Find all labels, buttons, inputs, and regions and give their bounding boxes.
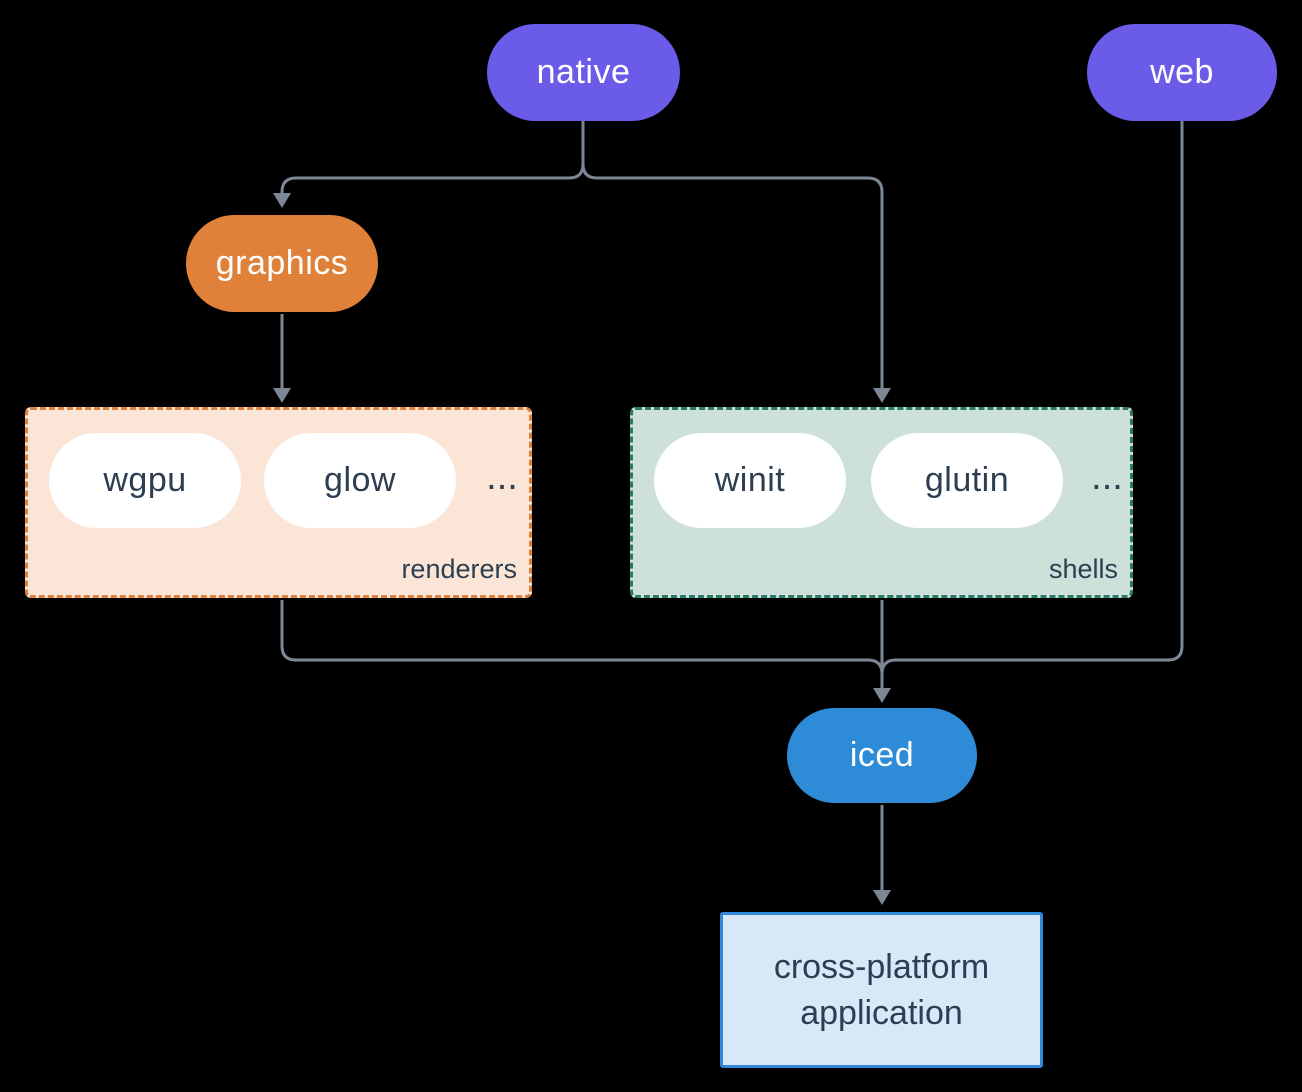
application-label-line2: application [800, 994, 963, 1032]
node-native-label: native [536, 53, 631, 91]
node-web: web [1087, 24, 1277, 121]
node-glutin-label: glutin [924, 461, 1010, 499]
node-glow: glow [264, 433, 456, 528]
node-graphics: graphics [186, 215, 378, 312]
node-iced: iced [787, 708, 977, 803]
shells-group-label: shells [1048, 554, 1118, 584]
node-glutin: glutin [871, 433, 1063, 528]
node-glow-label: glow [324, 461, 396, 499]
arrowhead-shells [873, 388, 891, 403]
arrowhead-renderers [273, 388, 291, 403]
arrowhead-application [873, 890, 891, 905]
group-shells: winit glutin ... shells [630, 407, 1133, 598]
arrowhead-graphics [273, 193, 291, 208]
node-wgpu: wgpu [49, 433, 241, 528]
node-cross-platform-application: cross-platform application [720, 912, 1043, 1068]
shells-ellipsis: ... [1091, 456, 1123, 498]
renderers-ellipsis: ... [486, 456, 518, 498]
node-web-label: web [1150, 53, 1214, 91]
application-label-line1: cross-platform [773, 948, 990, 986]
node-native: native [487, 24, 680, 121]
renderers-group-label: renderers [401, 554, 517, 584]
node-graphics-label: graphics [215, 244, 349, 282]
group-renderers: wgpu glow ... renderers [25, 407, 532, 598]
edge-native-shells [581, 121, 884, 389]
edge-web-iced [880, 121, 1184, 688]
edge-renderers-iced [280, 600, 884, 688]
node-iced-label: iced [849, 736, 915, 774]
edge-native-graphics [280, 121, 585, 195]
node-winit: winit [654, 433, 846, 528]
node-wgpu-label: wgpu [103, 461, 187, 499]
node-winit-label: winit [714, 461, 786, 499]
arrowhead-iced [873, 688, 891, 703]
